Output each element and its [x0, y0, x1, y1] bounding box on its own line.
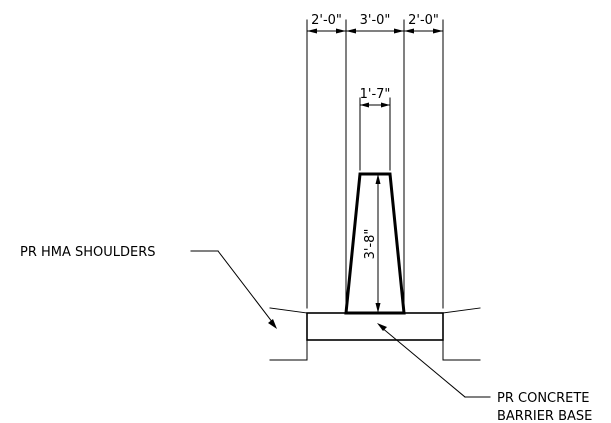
- base-leader: [377, 323, 491, 398]
- barrier-base: [306, 312, 444, 341]
- shoulders-callout: PR HMA SHOULDERS: [20, 245, 156, 260]
- shoulders-leader: [190, 250, 277, 329]
- dim-barrier-base: 3'-0": [360, 13, 391, 28]
- dim-barrier-height: 3'-8": [363, 229, 378, 260]
- top-width-dimension-line: [359, 102, 391, 108]
- right-shoulder: [442, 307, 481, 361]
- dim-barrier-top: 1'-7": [360, 87, 391, 102]
- extension-lines: [306, 19, 444, 309]
- base-callout-line1: PR CONCRETE: [497, 391, 590, 406]
- dim-right-shoulder: 2'-0": [408, 13, 439, 28]
- height-dimension-line: [375, 173, 381, 314]
- left-shoulder: [269, 307, 308, 361]
- base-callout-line2: BARRIER BASE: [497, 409, 592, 423]
- dim-left-shoulder: 2'-0": [311, 13, 342, 28]
- top-dimension-line: [306, 28, 444, 34]
